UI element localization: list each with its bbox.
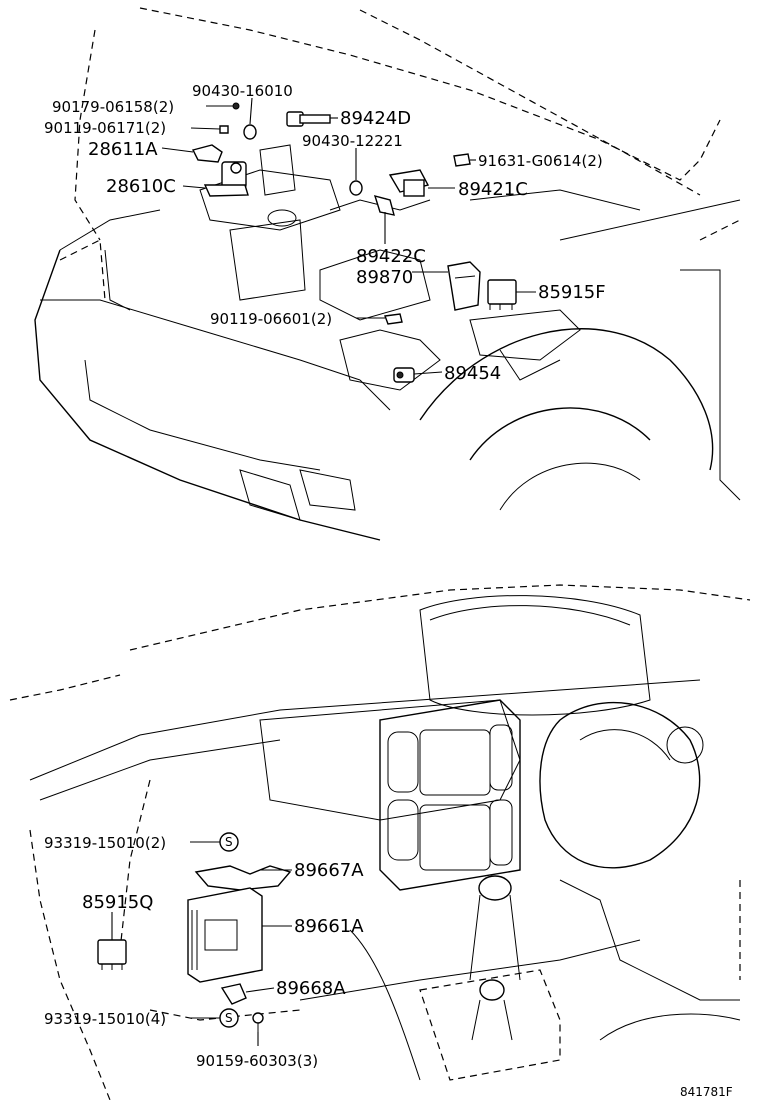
part-89424D-sensor [286,111,331,127]
part-89422C-sensor [373,194,395,216]
label-93319-15010-4: 93319-15010(4) [44,1010,166,1028]
part-89870-bracket [447,261,481,311]
label-85915Q: 85915Q [82,892,153,913]
part-89667A-bracket [194,865,292,891]
s-mark-lower: S [219,1008,239,1028]
part-89668A-bracket [220,983,247,1005]
part-85915Q-relay [97,939,127,970]
label-89667A: 89667A [294,860,364,881]
label-28611A: 28611A [88,139,158,160]
label-91631-G0614: 91631-G0614(2) [478,152,603,170]
svg-text:S: S [225,835,233,849]
label-90159-60303: 90159-60303(3) [196,1052,318,1070]
part-85915F-relay [487,279,517,310]
label-90179-06158: 90179-06158(2) [52,98,174,116]
label-90430-12221: 90430-12221 [302,132,403,150]
part-90119-06601-screw [384,313,403,325]
label-89668A: 89668A [276,978,346,999]
part-89421C-sensor [388,169,430,197]
top-leaders [161,97,536,375]
part-89454-sensor [393,367,415,383]
label-89870: 89870 [356,267,413,288]
bottom-leaders [111,841,292,1046]
top-labels: 90430-16010 90179-06158(2) 90119-06171(2… [44,82,606,384]
parts-bottom: S S [97,832,292,1032]
svg-text:S: S [225,1011,233,1025]
part-90179-bolt [232,102,240,110]
part-90430-16010-gasket [243,124,257,140]
label-90430-16010: 90430-16010 [192,82,293,100]
label-89422C: 89422C [356,246,426,267]
label-28610C: 28610C [106,176,176,197]
part-89661A-ecu [187,887,263,983]
part-28610C-solenoid [203,161,249,197]
parts-top [191,102,517,383]
label-90119-06601: 90119-06601(2) [210,310,332,328]
label-89424D: 89424D [340,108,411,129]
part-90159-screw [252,1012,264,1032]
bottom-labels: 93319-15010(2) 89667A 85915Q 89661A 8966… [44,834,733,1099]
part-28611A-cover [191,144,223,163]
label-85915F: 85915F [538,282,606,303]
dashboard-outline [9,584,751,1101]
diagram-reference-number: 841781F [680,1085,733,1099]
label-93319-15010-2: 93319-15010(2) [44,834,166,852]
part-91631-bolt [453,153,471,167]
part-90430-12221-gasket [349,180,363,196]
part-90119-screw [219,125,229,134]
label-89454: 89454 [444,363,501,384]
engine-bay-outline [34,7,741,541]
label-89661A: 89661A [294,916,364,937]
s-mark-upper: S [219,832,239,852]
label-90119-06171: 90119-06171(2) [44,119,166,137]
label-89421C: 89421C [458,179,528,200]
